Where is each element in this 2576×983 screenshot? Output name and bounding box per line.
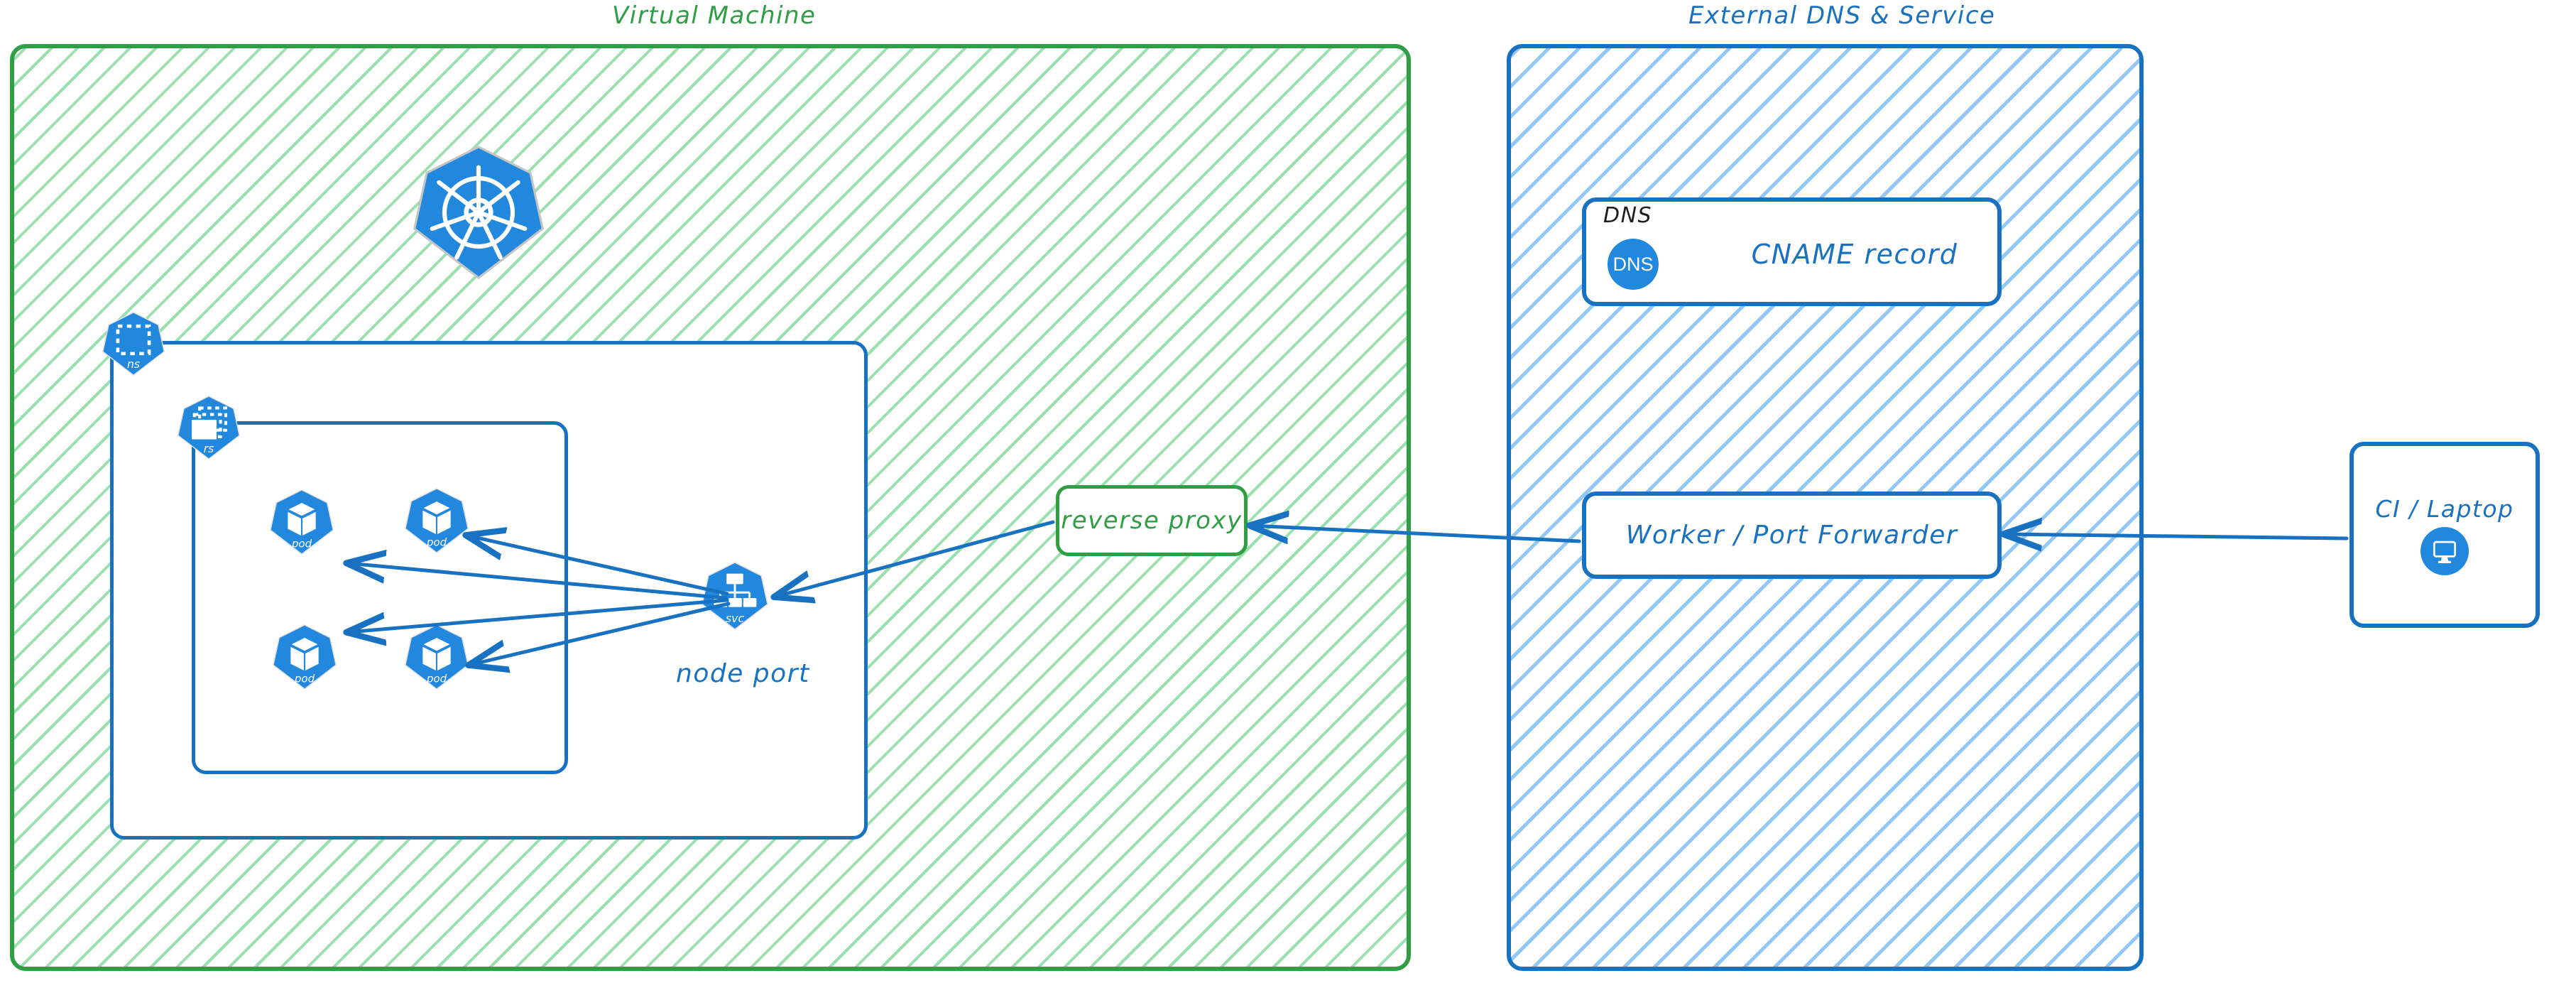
dns-card[interactable]: DNS DNS CNAME record xyxy=(1582,197,2002,306)
namespace-icon[interactable]: ns xyxy=(101,311,166,376)
group-title-virtual-machine: Virtual Machine xyxy=(612,1,817,30)
kubernetes-logo-icon xyxy=(410,144,547,281)
svg-text:pod: pod xyxy=(426,673,447,685)
svg-text:svc: svc xyxy=(726,612,744,625)
dns-badge-icon: DNS xyxy=(1608,239,1659,290)
replicaset-container[interactable] xyxy=(192,421,568,774)
desktop-monitor-icon xyxy=(2421,526,2469,575)
dns-card-tag: DNS xyxy=(1603,203,1653,228)
worker-port-forwarder-label: Worker / Port Forwarder xyxy=(1625,521,1958,550)
svg-text:pod: pod xyxy=(291,538,312,550)
reverse-proxy-box[interactable]: reverse proxy xyxy=(1056,485,1248,556)
reverse-proxy-label: reverse proxy xyxy=(1061,506,1243,535)
ci-laptop-box[interactable]: CI / Laptop xyxy=(2349,442,2540,628)
svg-text:ns: ns xyxy=(127,357,140,371)
worker-port-forwarder-box[interactable]: Worker / Port Forwarder xyxy=(1582,492,2002,579)
cname-record-label: CNAME record xyxy=(1751,239,1958,270)
ci-laptop-label: CI / Laptop xyxy=(2375,494,2514,523)
group-title-external-dns-service: External DNS & Service xyxy=(1688,1,1996,30)
pod-icon-3[interactable]: pod xyxy=(271,624,338,690)
service-icon[interactable]: svc xyxy=(700,561,770,631)
pod-icon-4[interactable]: pod xyxy=(403,624,470,690)
replicaset-icon[interactable]: rs xyxy=(176,395,241,460)
svg-text:rs: rs xyxy=(204,442,214,455)
node-port-caption: node port xyxy=(676,659,810,688)
svg-text:pod: pod xyxy=(426,536,447,549)
pod-icon-2[interactable]: pod xyxy=(403,487,470,554)
svg-text:pod: pod xyxy=(294,673,315,685)
pod-icon-1[interactable]: pod xyxy=(268,489,335,555)
